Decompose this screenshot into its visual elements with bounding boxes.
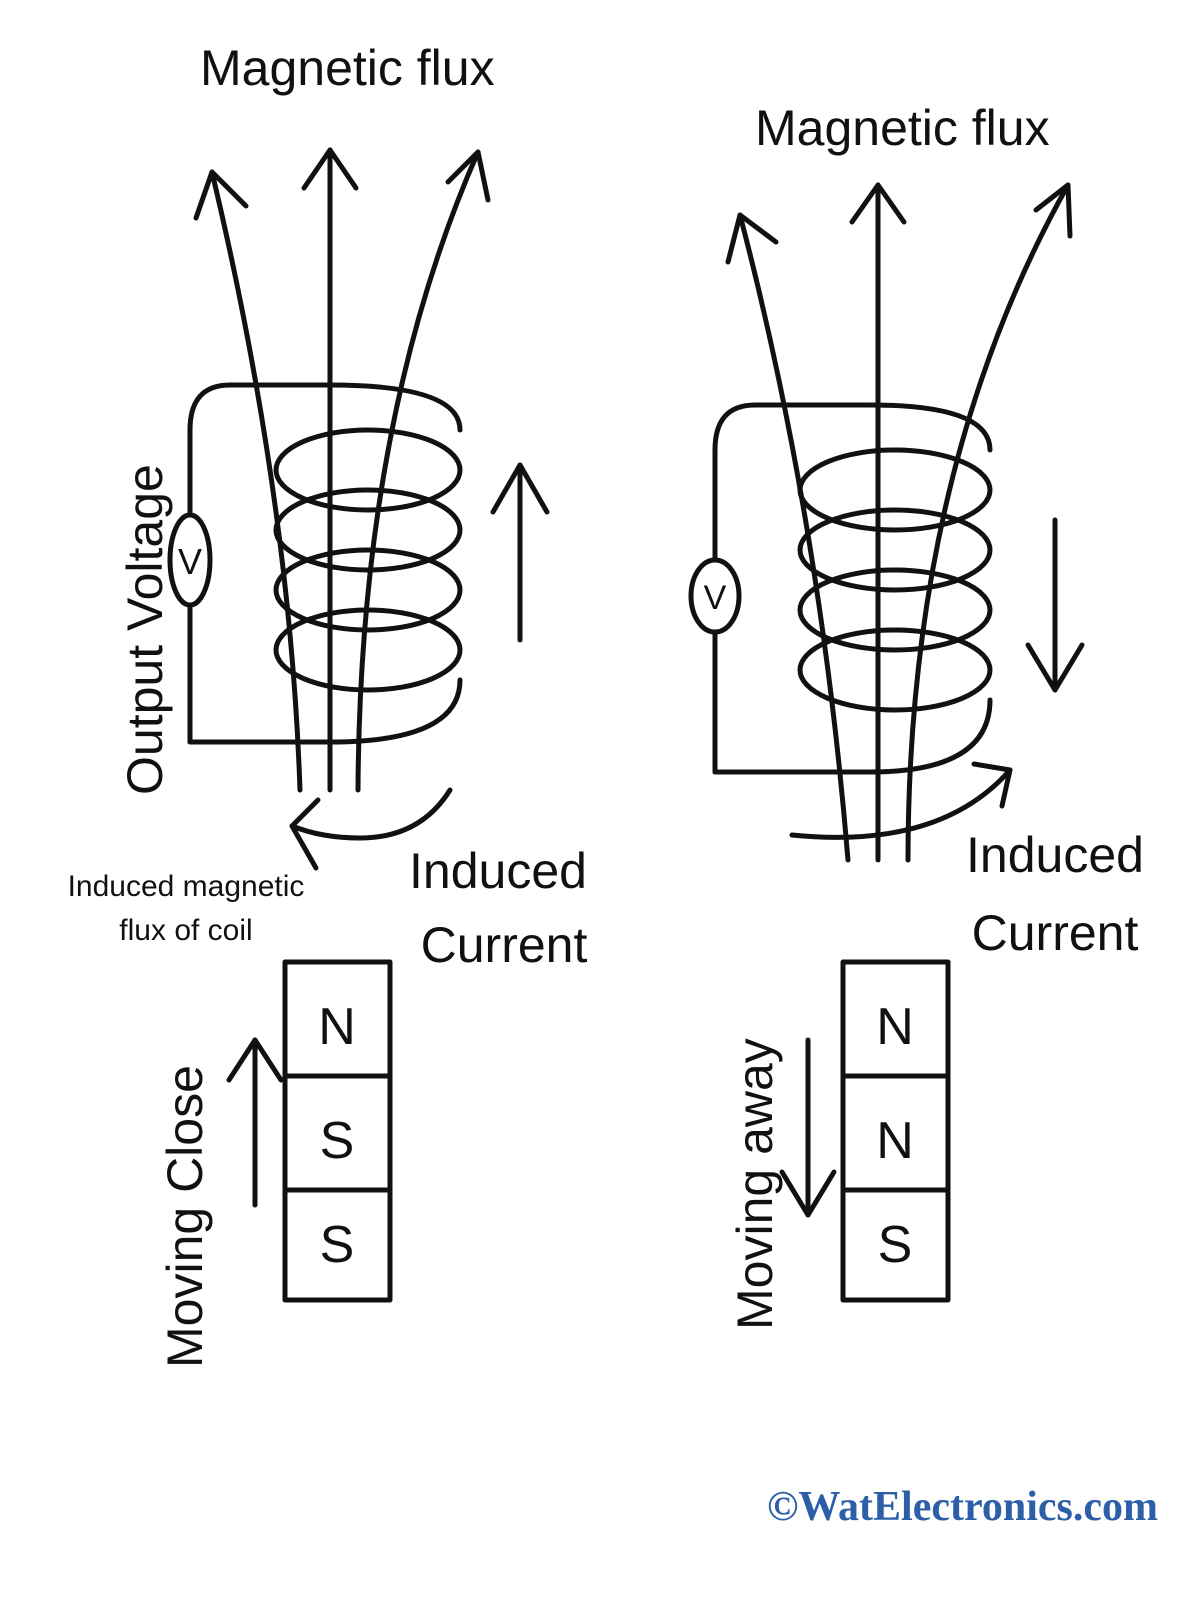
right-magnet-pole-3: S bbox=[878, 1216, 913, 1274]
left-magnet-pole-1: N bbox=[318, 998, 356, 1056]
right-motion-arrowhead bbox=[779, 1169, 837, 1218]
left-voltmeter-symbol: V bbox=[178, 541, 202, 582]
right-flux-label: Magnetic flux bbox=[755, 100, 1050, 156]
right-flux-line-1 bbox=[737, 212, 851, 863]
right-flux-arrowhead-3 bbox=[1033, 182, 1073, 239]
right-coil-bottom-lead bbox=[712, 697, 993, 775]
right-magnet-pole-2: N bbox=[876, 1112, 914, 1170]
right-coil-turn-3 bbox=[797, 567, 993, 653]
left-flux-label: Magnetic flux bbox=[200, 40, 495, 96]
right-induced-arrow bbox=[789, 761, 1013, 840]
left-magnet-pole-3: S bbox=[320, 1216, 355, 1274]
left-flux-arrowhead-2 bbox=[301, 147, 359, 191]
left-panel: Magnetic flux V Output Voltage bbox=[68, 40, 588, 1368]
right-circuit: V bbox=[688, 447, 742, 775]
right-coil-turn-4 bbox=[797, 627, 993, 713]
left-flux-lines bbox=[193, 147, 491, 793]
right-flux-arrowhead-1 bbox=[725, 212, 779, 265]
left-motion-arrowhead bbox=[226, 1037, 284, 1083]
left-induced-flux-arrow bbox=[289, 787, 453, 871]
induced-flux-label-line1: Induced magnetic bbox=[68, 870, 305, 903]
right-induced-current-line1: Induced bbox=[966, 827, 1144, 883]
left-flux-line-1 bbox=[209, 169, 303, 793]
left-induced-current-line1: Induced bbox=[409, 843, 587, 899]
output-voltage-label: Output Voltage bbox=[117, 464, 173, 795]
left-coil-turn-1 bbox=[273, 427, 463, 513]
right-magnet-pole-1: N bbox=[876, 998, 914, 1056]
right-panel: Magnetic flux V bbox=[688, 100, 1144, 1330]
left-coil bbox=[187, 382, 463, 745]
left-induced-current-line2: Current bbox=[421, 917, 588, 973]
moving-close-label: Moving Close bbox=[157, 1065, 213, 1368]
right-motion-arrow bbox=[779, 1037, 837, 1218]
left-magnet: N S S bbox=[282, 959, 393, 1303]
right-induced-current-line2: Current bbox=[972, 905, 1139, 961]
left-coil-bottom-lead bbox=[187, 677, 463, 745]
left-induced-flux-arrowhead bbox=[289, 797, 321, 871]
right-voltmeter-symbol: V bbox=[704, 579, 727, 617]
right-flux-line-3 bbox=[905, 182, 1071, 863]
left-motion-arrow bbox=[226, 1037, 284, 1208]
right-magnet: N N S bbox=[840, 959, 951, 1303]
left-current-arrowhead bbox=[490, 462, 550, 515]
moving-away-label: Moving away bbox=[727, 1038, 783, 1330]
watermark: ©WatElectronics.com bbox=[767, 1484, 1158, 1530]
left-flux-arrowhead-1 bbox=[193, 169, 249, 221]
left-induced-flux-curve bbox=[289, 787, 453, 841]
left-voltmeter bbox=[167, 512, 213, 608]
left-coil-top-lead bbox=[187, 382, 463, 433]
left-current-arrow bbox=[490, 462, 550, 643]
right-coil-turn-1 bbox=[797, 447, 993, 533]
right-flux-arrowhead-2 bbox=[849, 182, 907, 225]
right-coil-top-lead bbox=[712, 402, 993, 453]
left-magnet-cell-3 bbox=[282, 1187, 393, 1303]
left-coil-turn-3 bbox=[273, 547, 463, 633]
right-current-arrowhead bbox=[1025, 642, 1085, 693]
right-flux-lines bbox=[725, 182, 1073, 863]
left-coil-turn-4 bbox=[273, 607, 463, 693]
right-induced-arrowhead bbox=[971, 761, 1013, 809]
left-coil-turn-2 bbox=[273, 487, 463, 573]
right-induced-curve bbox=[789, 767, 1013, 840]
right-coil bbox=[712, 402, 993, 775]
induced-flux-label-line2: flux of coil bbox=[119, 914, 252, 947]
right-voltmeter bbox=[688, 557, 742, 635]
right-current-arrow bbox=[1025, 517, 1085, 693]
left-magnet-pole-2: S bbox=[320, 1112, 355, 1170]
right-coil-turn-2 bbox=[797, 507, 993, 593]
left-flux-arrowhead-3 bbox=[445, 149, 491, 203]
left-circuit: V bbox=[167, 427, 213, 745]
right-magnet-cell-3 bbox=[840, 1187, 951, 1303]
